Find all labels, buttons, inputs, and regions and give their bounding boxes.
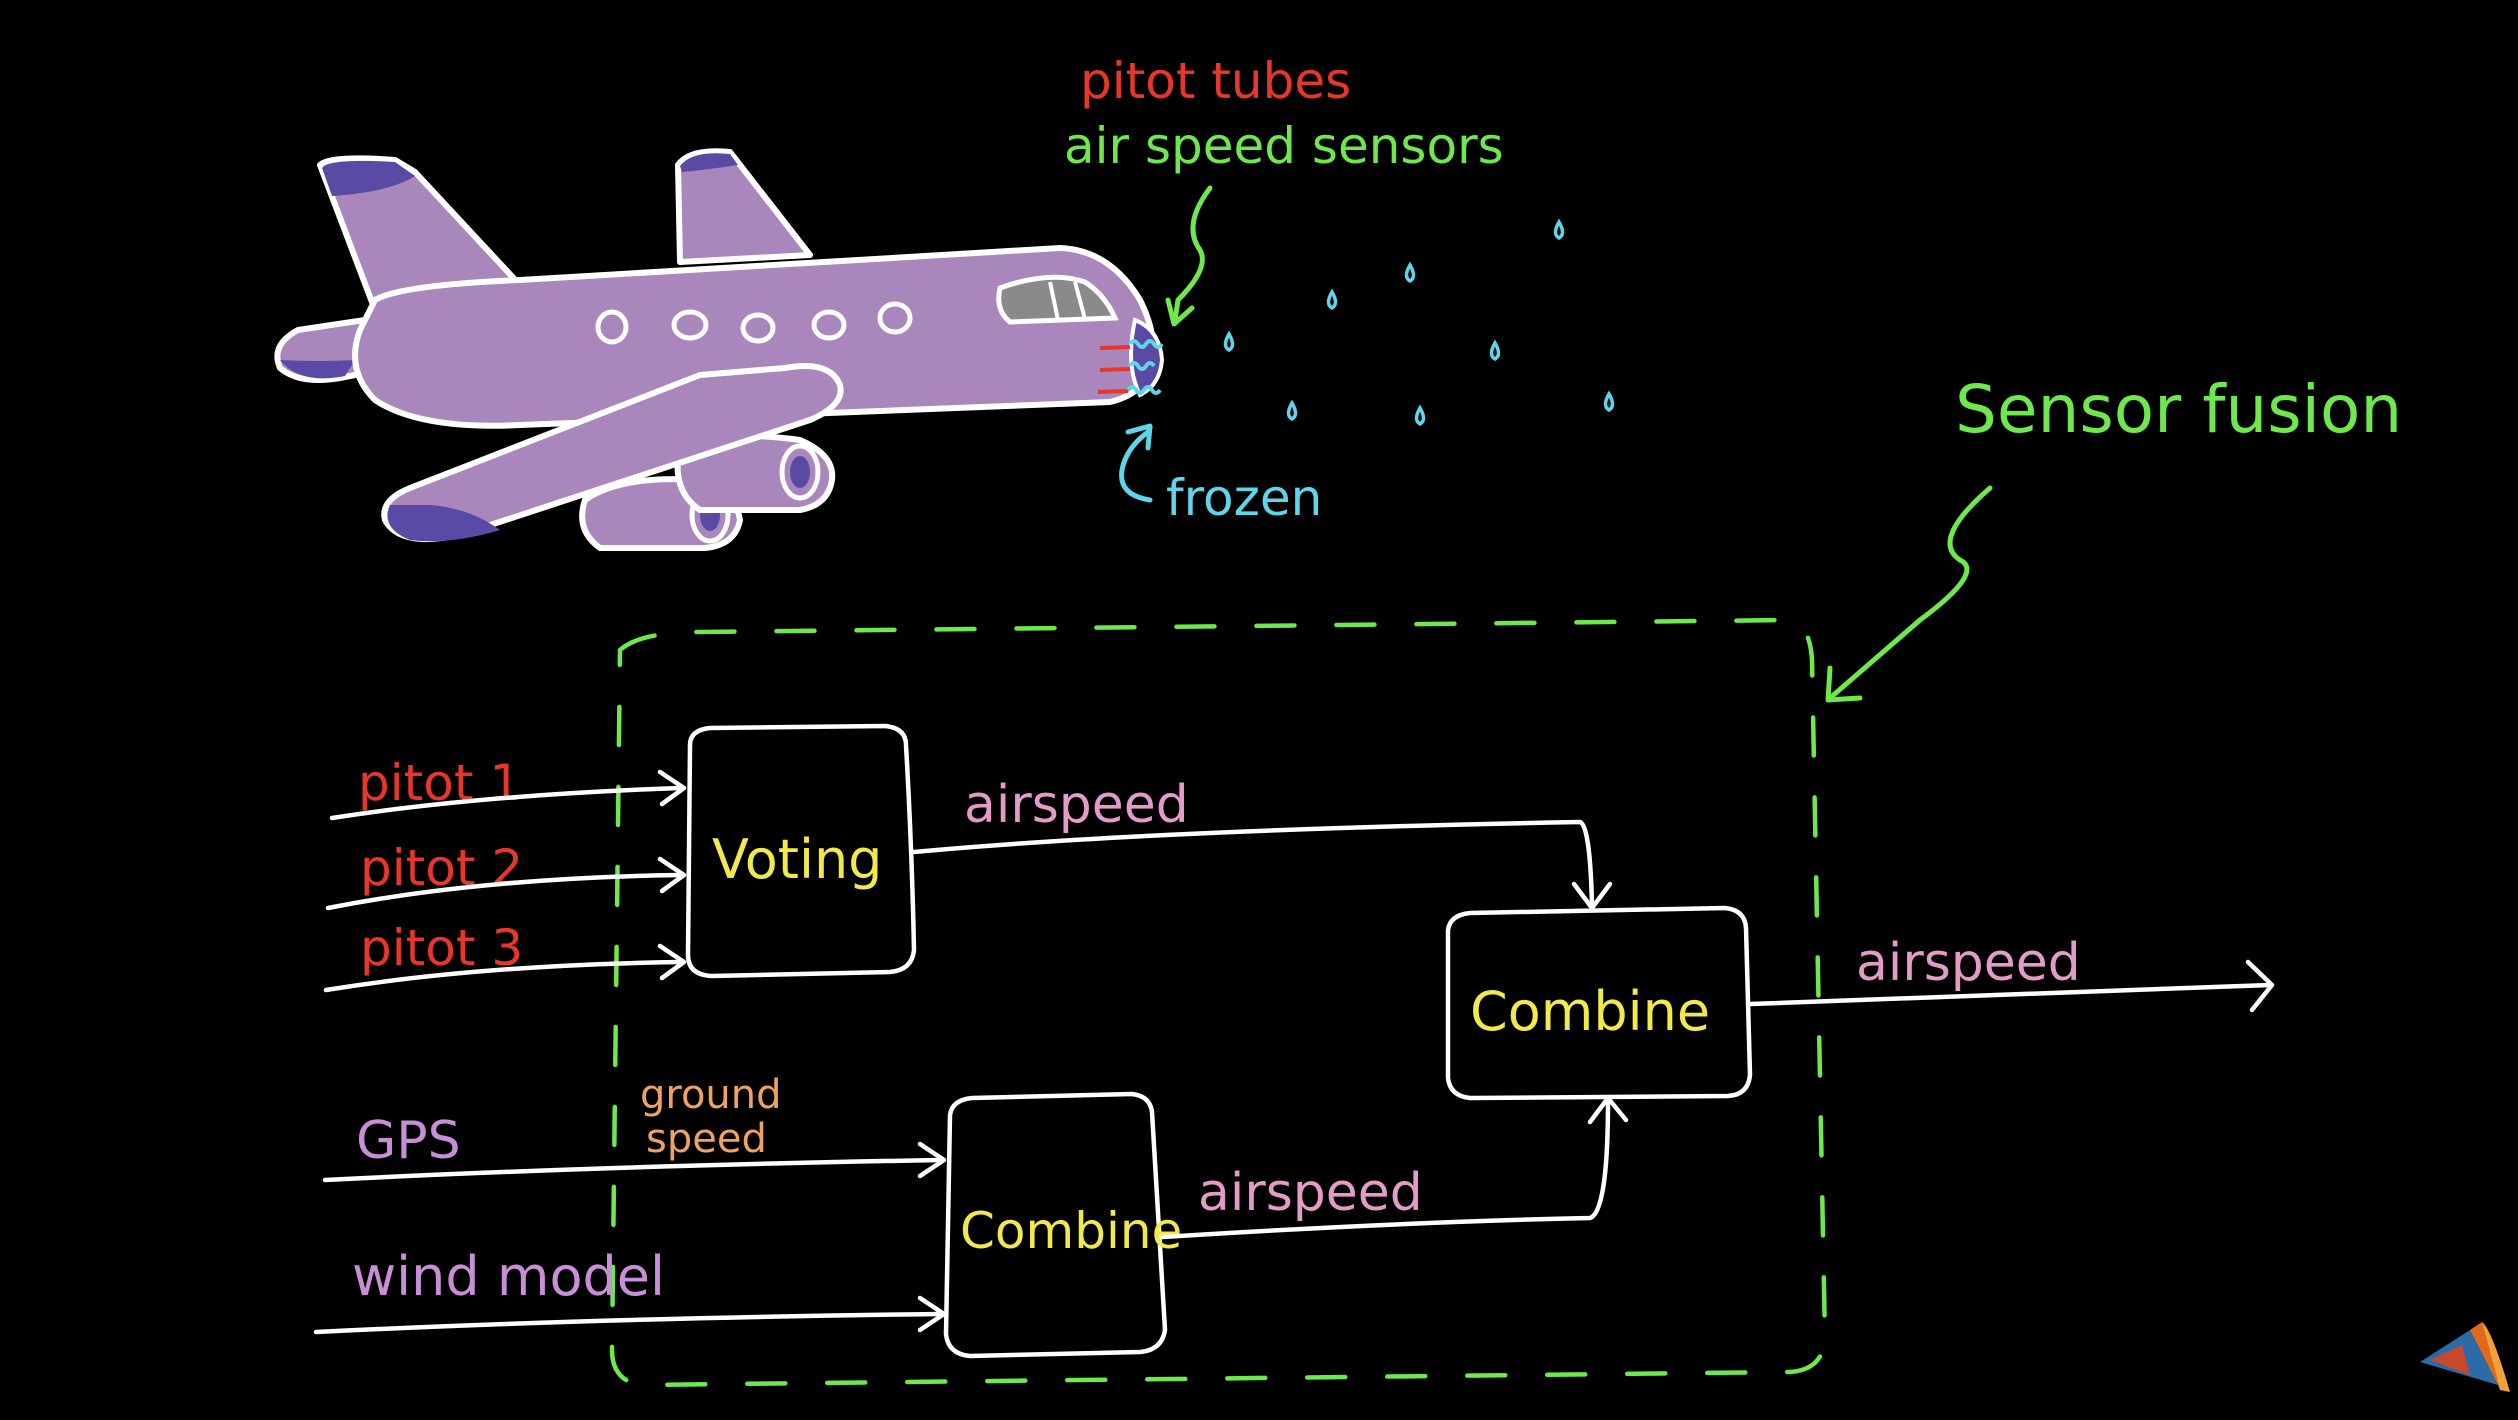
pitot3-wire xyxy=(323,959,683,993)
sensor-fusion-title: Sensor fusion xyxy=(1955,371,2402,448)
raindrop-icon xyxy=(1223,330,1235,353)
wind-model-label: wind model xyxy=(352,1245,665,1308)
combine-main-block: Combine xyxy=(1445,905,1753,1101)
passenger-window-icon xyxy=(595,309,629,345)
combine-main-block-label: Combine xyxy=(1470,980,1710,1043)
input-wires xyxy=(313,769,947,1335)
passenger-window-icon xyxy=(877,301,913,335)
passenger-window-icon xyxy=(740,312,776,344)
sensor-fusion-boundary xyxy=(609,617,1828,1388)
lower-to-main-arrowhead-icon xyxy=(1587,1095,1629,1125)
raindrop-icon xyxy=(1326,288,1338,311)
combine-lower-block-label: Combine xyxy=(960,1202,1182,1260)
raindrop-icon xyxy=(1489,339,1501,362)
frozen-label: frozen xyxy=(1166,469,1322,527)
airplane-nose xyxy=(1129,317,1165,398)
passenger-window-icon xyxy=(811,309,847,341)
top-fin-tip xyxy=(680,153,738,172)
far-wing-tip xyxy=(280,360,355,379)
voting-block-label: Voting xyxy=(712,828,882,891)
matlab-logo-icon xyxy=(2420,1322,2510,1392)
passenger-window-icon xyxy=(671,309,709,341)
voting-to-combine-wire xyxy=(911,819,1595,908)
final-output-arrowhead-icon xyxy=(2245,959,2275,1013)
voting-out-airspeed-label: airspeed xyxy=(964,775,1189,835)
rain-drops xyxy=(1223,218,1615,427)
squiggle-arrow-icon xyxy=(1172,185,1213,323)
pitot2-arrowhead-icon xyxy=(657,856,687,894)
combine-lower-block: Combine xyxy=(943,1091,1182,1359)
final-output-wire xyxy=(1747,982,2273,1007)
frozen-arrow-icon xyxy=(1119,425,1153,503)
airplane-illustration xyxy=(274,148,1165,551)
ice-on-pitot xyxy=(1126,339,1164,395)
cockpit-window-icon xyxy=(996,274,1119,325)
lower-to-main-wire xyxy=(1160,1097,1611,1240)
gps-arrowhead-icon xyxy=(917,1141,947,1179)
gps-wire xyxy=(322,1157,943,1183)
pitot1-arrowhead-icon xyxy=(657,769,687,807)
air-speed-sensors-label: air speed sensors xyxy=(1064,117,1504,175)
internal-wires xyxy=(911,819,2275,1240)
final-airspeed-label: airspeed xyxy=(1856,933,2081,993)
lower-combine-out-airspeed-label: airspeed xyxy=(1198,1163,1423,1223)
pitot1-wire xyxy=(329,785,683,821)
near-wing-tip xyxy=(387,505,500,542)
wind-model-wire xyxy=(313,1311,943,1335)
raindrop-icon xyxy=(1286,399,1298,422)
airplane-tail-fin xyxy=(317,155,523,313)
pitot-tubes xyxy=(1097,345,1131,394)
ground-speed-label-line1: ground xyxy=(640,1072,782,1118)
pitot-tubes-label: pitot tubes xyxy=(1080,52,1351,110)
raindrop-icon xyxy=(1414,404,1426,427)
sensor-fusion-arrow-icon xyxy=(1827,485,1993,701)
voting-to-combine-arrowhead-icon xyxy=(1571,881,1613,911)
pitot2-wire xyxy=(325,872,683,911)
gps-label: GPS xyxy=(356,1111,461,1171)
raindrop-icon xyxy=(1553,218,1565,241)
pitot3-label: pitot 3 xyxy=(360,919,523,977)
wind-model-arrowhead-icon xyxy=(917,1295,947,1333)
airplane-top-fin xyxy=(675,148,813,265)
pitot2-label: pitot 2 xyxy=(360,839,523,897)
pitot3-arrowhead-icon xyxy=(657,943,687,981)
raindrop-icon xyxy=(1404,261,1416,284)
ground-speed-label-line2: speed xyxy=(646,1116,767,1162)
voting-block: Voting xyxy=(685,723,917,979)
raindrop-icon xyxy=(1603,390,1615,413)
tail-fin-tip xyxy=(322,160,415,196)
